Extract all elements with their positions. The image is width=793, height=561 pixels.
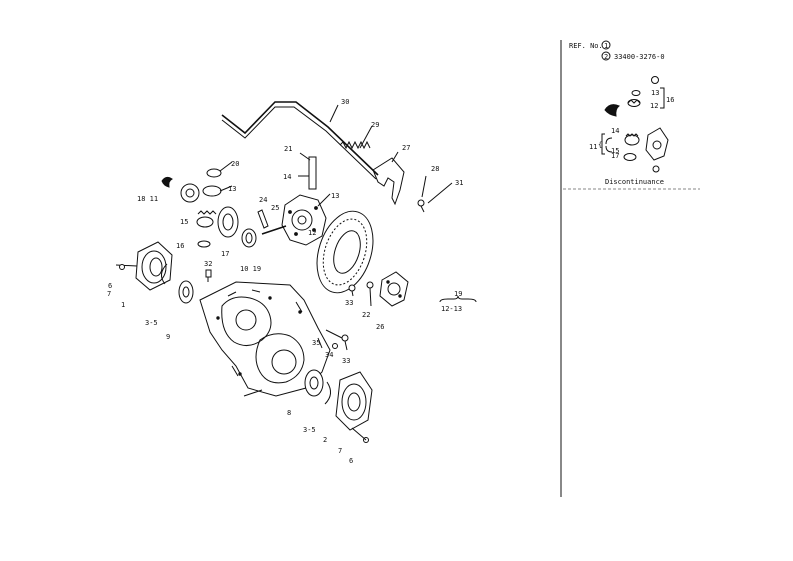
label-32: 32 [204,260,212,268]
label-17: 17 [221,250,229,258]
ref-circle-number: 1 [604,42,608,50]
pinion-shaft [298,152,317,190]
differential-case [281,193,331,246]
carrier-housing [199,281,331,397]
label-31: 31 [455,179,463,187]
bolt-32 [205,269,212,282]
label-22: 22 [362,311,370,319]
sidebar-label-14: 14 [611,127,619,135]
bracket-note [439,295,477,303]
label-3-5b: 3-5 [303,426,316,434]
label-1: 1 [121,301,125,309]
ref-header: REF. No. 1 2 33400-3276-0 [569,40,665,61]
label-20: 20 [231,160,239,168]
sidebar-labels: 13 16 12 14 11 15 17 [589,89,674,160]
label-34: 34 [325,351,333,359]
part-labels: 30 29 27 28 31 21 14 20 13 18 11 15 16 1… [107,98,463,465]
part-circle-number: 2 [604,53,608,61]
sidebar-parts-sketch: { [598,76,669,173]
label-27: 27 [402,144,410,152]
label-13b: 13 [331,192,339,200]
label-12: 12 [308,229,316,237]
label-6b: 6 [349,457,353,465]
sidebar-label-bracket: { [598,141,602,149]
label-13a: 13 [228,185,236,193]
ring-gear [316,210,374,294]
sidebar-label-17: 17 [611,152,619,160]
part-number: 33400-3276-0 [614,53,665,61]
label-14: 14 [283,173,291,181]
label-8: 8 [287,409,291,417]
label-7b: 7 [338,447,342,455]
label-12-13: 12-13 [441,305,462,313]
pin-28-31 [417,175,453,213]
label-10-19: 10 19 [240,265,261,273]
sidebar-label-11: 11 [589,143,597,151]
discontinuance-caption: Discontinuance [605,178,664,186]
label-15: 15 [180,218,188,226]
label-30: 30 [341,98,349,106]
label-26: 26 [376,323,384,331]
left-side-flange [115,241,194,304]
shift-rod [221,101,379,180]
label-21: 21 [284,145,292,153]
shift-fork [372,151,405,206]
side-bolts [325,329,349,351]
label-24: 24 [259,196,267,204]
lock-plate-bearing [241,209,287,248]
label-25: 25 [271,204,279,212]
label-29: 29 [371,121,379,129]
label-3-5a: 3-5 [145,319,158,327]
label-9: 9 [166,333,170,341]
label-19: 19 [454,290,462,298]
side-gear-group [161,161,239,248]
label-18-11: 18 11 [137,195,158,203]
sidebar-label-15: 15 [611,147,619,155]
label-6a: 6 [108,282,112,290]
right-side-flange [304,369,373,443]
label-33b: 33 [342,357,350,365]
companion-flange [379,271,409,307]
sidebar-label-12: 12 [650,102,658,110]
sidebar-label-13: 13 [651,89,659,97]
label-35: 35 [312,339,320,347]
sidebar-label-16: 16 [666,96,674,104]
label-28: 28 [431,165,439,173]
label-16: 16 [176,242,184,250]
bolts-22-23 [348,281,374,307]
label-33a: 33 [345,299,353,307]
label-7a: 7 [107,290,111,298]
ref-label: REF. No. [569,42,603,50]
spring [339,125,373,150]
label-2: 2 [323,436,327,444]
